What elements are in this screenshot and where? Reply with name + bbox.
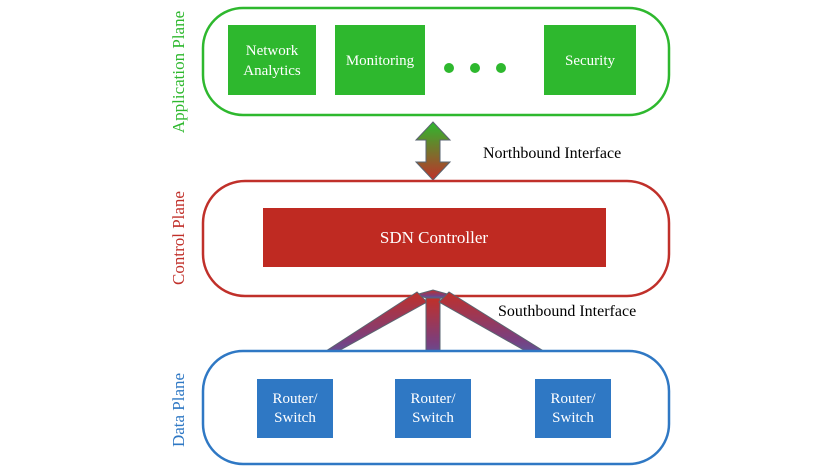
application-plane-label: Application Plane [169, 11, 188, 133]
app-network-analytics-line1: Network [246, 43, 299, 59]
app-monitoring-box [335, 25, 425, 95]
app-network-analytics-line2: Analytics [243, 63, 301, 79]
router-switch-3-line1: Router/ [551, 391, 597, 407]
router-switch-1-box [257, 379, 333, 438]
router-switch-2-line2: Switch [412, 410, 454, 426]
router-switch-1-line1: Router/ [273, 391, 319, 407]
app-security-box [544, 25, 636, 95]
sdn-controller-box [263, 208, 606, 267]
router-switch-1-line2: Switch [274, 410, 316, 426]
sdn-controller-label: SDN Controller [380, 228, 488, 247]
app-network-analytics-box [228, 25, 316, 95]
router-switch-3-box [535, 379, 611, 438]
app-monitoring-label: Monitoring [346, 53, 415, 69]
northbound-interface-label: Northbound Interface [483, 145, 621, 162]
router-switch-2-line1: Router/ [411, 391, 457, 407]
router-switch-3-line2: Switch [552, 410, 594, 426]
app-security-label: Security [565, 53, 615, 69]
control-plane-label: Control Plane [169, 191, 188, 285]
router-switch-2-box [395, 379, 471, 438]
ellipsis-dots-icon [444, 63, 506, 73]
southbound-interface-label: Southbound Interface [498, 303, 636, 320]
data-plane-label: Data Plane [169, 373, 188, 447]
double-arrow-icon [414, 121, 452, 181]
